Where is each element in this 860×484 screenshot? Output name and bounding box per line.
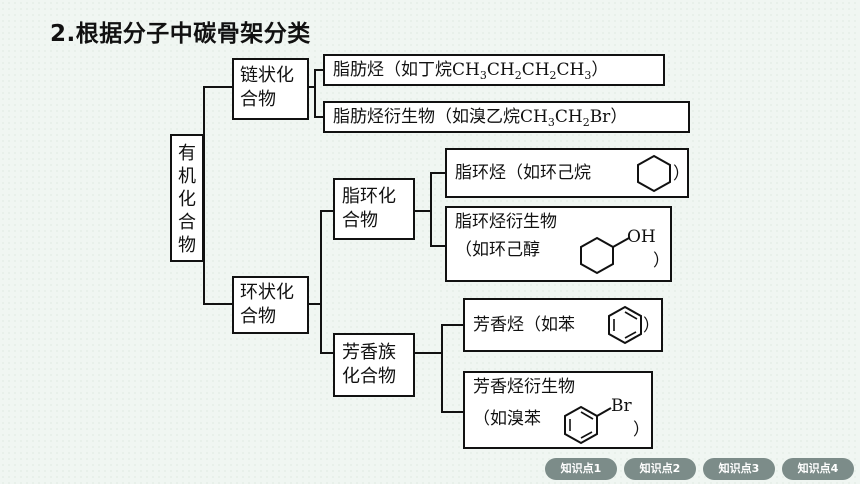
aliphatic-hydrocarbon-box: 脂肪烃（如丁烷CH3CH2CH2CH3） [323,54,665,86]
aromatic-label-line1: 芳香族 [342,342,396,363]
aromatic-hydrocarbon-text: 芳香烃（如苯 [473,315,575,335]
alicyclic-label-line1: 脂环化 [342,186,396,207]
alicyclic-compound-box: 脂环化 合物 [333,178,415,240]
nav-knowledge-point-1[interactable]: 知识点1 [545,458,617,480]
alicyclic-hydrocarbon-text: 脂环烃（如环己烷 [455,163,591,183]
aromatic-hydrocarbon-close: ） [643,316,660,336]
alicyclic-label-line2: 合物 [342,210,378,231]
nav-knowledge-point-4[interactable]: 知识点4 [782,458,854,480]
alicyclic-hydrocarbon-close: ） [673,164,690,184]
root-char: 有 [178,143,196,164]
root-char: 机 [178,166,196,187]
alicyclic-derivative-line1: 脂环烃衍生物 [455,212,557,232]
alicyclic-hydrocarbon-box: 脂环烃（如环己烷 ） [445,148,690,198]
benzene-structure [608,305,642,345]
alicyclic-derivative-box: 脂环烃衍生物 （如环己醇 OH ） [445,206,672,282]
alicyclic-derivative-close: ） [653,251,670,271]
root-char: 化 [178,189,196,210]
nav-knowledge-point-3[interactable]: 知识点3 [703,458,775,480]
butane-formula: CH3CH2CH2CH3 [452,60,592,82]
alicyclic-derivative-line2: （如环己醇 [455,240,540,260]
cyclohexanol-structure [580,236,630,275]
hydroxyl-label: OH [627,227,656,247]
aliphatic-derivative-close: ） [610,107,628,127]
aromatic-derivative-close: ） [633,420,650,440]
aliphatic-hydrocarbon-close: ） [591,60,609,80]
aromatic-derivative-line1: 芳香烃衍生物 [473,377,575,397]
page-title: 2.根据分子中碳骨架分类 [50,21,311,47]
ring-label-line1: 环状化 [240,282,294,303]
cyclohexane-structure [637,154,671,193]
aromatic-derivative-line2: （如溴苯 [473,409,541,429]
bromine-label: Br [611,396,632,416]
aliphatic-derivative-box: 脂肪烃衍生物（如溴乙烷CH3CH2Br） [323,101,690,133]
chain-label-line1: 链状化 [240,65,294,86]
ring-compound-box: 环状化 合物 [232,276,309,334]
aromatic-label-line2: 化合物 [342,366,396,387]
aromatic-compound-box: 芳香族 化合物 [333,333,415,397]
chain-label-line2: 合物 [240,89,276,110]
root-char: 物 [178,235,196,256]
ring-label-line2: 合物 [240,306,276,327]
root-organic-compound-box: 有 机 化 合 物 [170,134,204,262]
nav-knowledge-point-2[interactable]: 知识点2 [624,458,696,480]
aromatic-derivative-box: 芳香烃衍生物 （如溴苯 Br ） [463,371,653,449]
aromatic-hydrocarbon-box: 芳香烃（如苯 ） [463,298,663,352]
aliphatic-hydrocarbon-text: 脂肪烃（如丁烷 [333,60,452,80]
aliphatic-derivative-text: 脂肪烃衍生物（如溴乙烷 [333,107,520,127]
bromoethane-formula: CH3CH2Br [520,107,611,129]
bromobenzene-structure [564,405,612,445]
chain-compound-box: 链状化 合物 [232,58,309,120]
root-char: 合 [178,212,196,233]
